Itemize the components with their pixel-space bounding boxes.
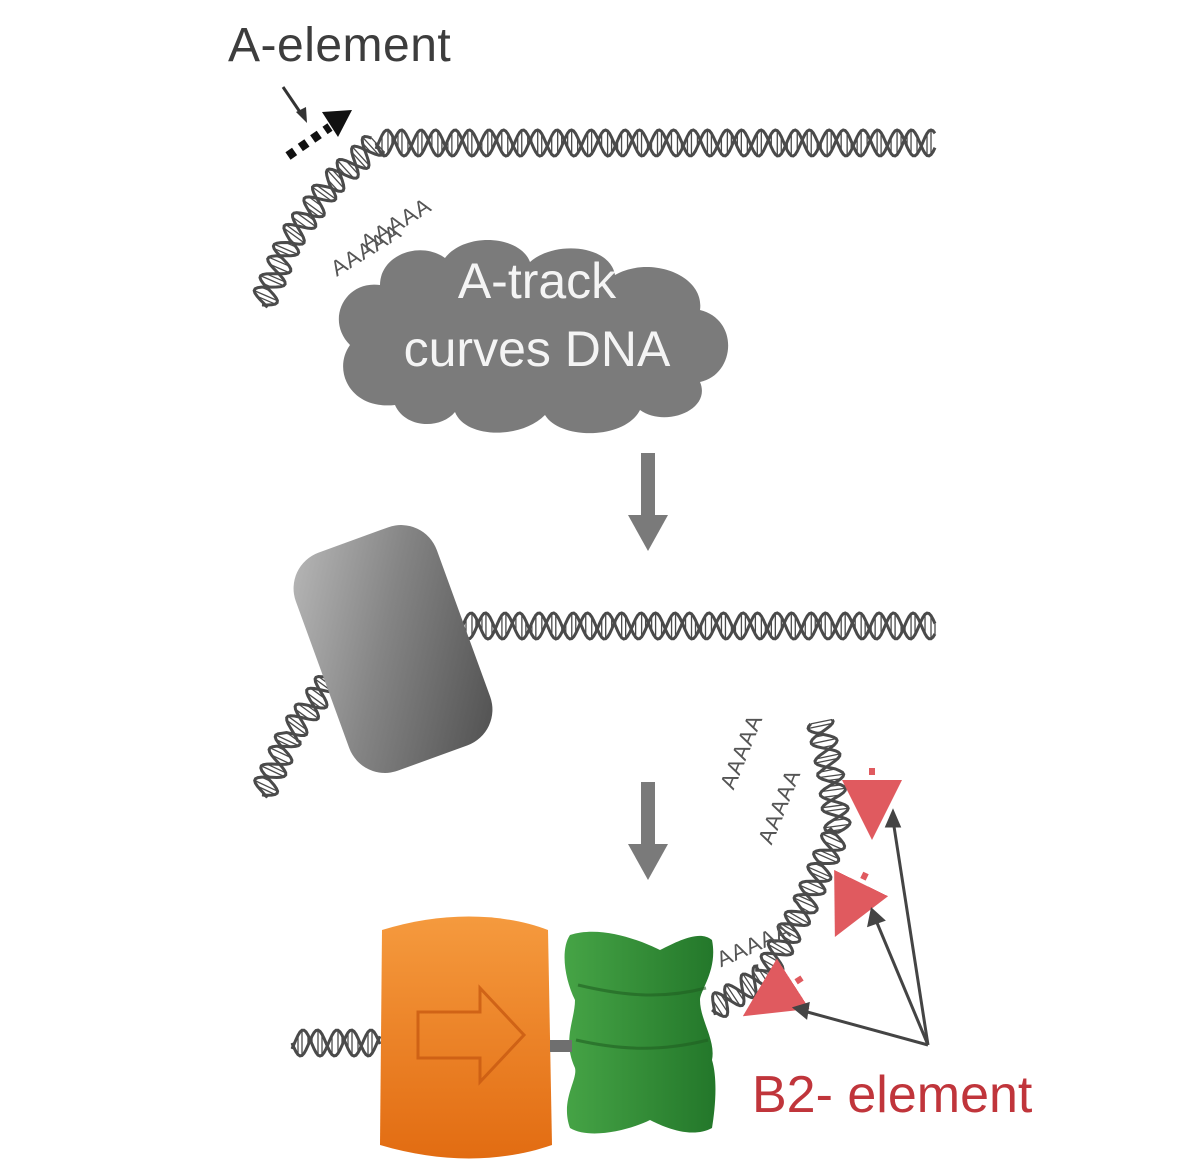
dna-base-pair bbox=[275, 734, 299, 747]
dna-base-pair bbox=[811, 738, 837, 745]
dna-base-pair bbox=[821, 787, 846, 793]
cloud-label-line1: A-track bbox=[457, 253, 617, 309]
dna-strand bbox=[258, 134, 372, 307]
dna-base-pair bbox=[261, 765, 285, 778]
dna-base-pair bbox=[799, 884, 821, 895]
dna-base-pair bbox=[767, 943, 788, 956]
dna-base-pair bbox=[807, 722, 833, 730]
dna-strand bbox=[290, 1028, 382, 1058]
dna-base-pair bbox=[351, 151, 368, 169]
dna-base-pair bbox=[371, 137, 384, 152]
b2-site-arrows bbox=[742, 768, 902, 1017]
dna-base-pair bbox=[326, 169, 345, 189]
down-arrow-1-icon bbox=[628, 453, 668, 551]
b2-pointer-lines bbox=[791, 808, 930, 1047]
dna-strand bbox=[458, 611, 937, 641]
dna-base-pair bbox=[266, 763, 286, 774]
dna-strand bbox=[374, 128, 937, 158]
dna-base-pair bbox=[337, 160, 355, 179]
dna-strand bbox=[374, 128, 937, 158]
dna-base-pair bbox=[286, 719, 307, 736]
dna-base-pair bbox=[269, 263, 290, 274]
a-track-cloud bbox=[338, 240, 729, 434]
dna-base-pair bbox=[312, 186, 332, 202]
dna-base-pair bbox=[807, 866, 832, 878]
transcription-direction-arrow-icon bbox=[416, 984, 527, 1086]
dna-base-pair bbox=[816, 753, 841, 760]
dna-base-pair bbox=[253, 290, 278, 302]
dna-base-pair bbox=[784, 913, 805, 927]
b2-element-label: B2- element bbox=[752, 1066, 1033, 1124]
dna-base-pair bbox=[285, 224, 304, 238]
dna-base-pair bbox=[306, 692, 327, 708]
dna-base-pair bbox=[303, 200, 325, 216]
a-element-label: A-element bbox=[228, 19, 452, 72]
dna-base-pair bbox=[815, 757, 839, 764]
dna-helix-bottom-left bbox=[290, 1028, 382, 1058]
transcription-factor bbox=[550, 931, 716, 1134]
dna-helix-top-straight bbox=[374, 128, 937, 158]
dna-base-pair bbox=[813, 851, 838, 863]
dna-strand bbox=[252, 144, 385, 309]
dna-base-pair bbox=[777, 926, 801, 940]
dna-base-pair bbox=[274, 243, 298, 255]
dna-base-pair bbox=[269, 747, 291, 759]
dna-base-pair bbox=[725, 984, 741, 1007]
dna-base-pair bbox=[362, 137, 380, 156]
dna-base-pair bbox=[351, 146, 370, 166]
dna-base-pair bbox=[714, 992, 729, 1013]
dna-strand bbox=[458, 611, 937, 641]
dna-base-pair bbox=[787, 910, 810, 925]
dna-base-pair bbox=[824, 807, 849, 813]
dna-base-pair bbox=[298, 703, 319, 719]
dna-helix-middle-straight bbox=[458, 611, 937, 641]
dna-base-pair bbox=[819, 773, 844, 779]
dna-base-pair bbox=[283, 227, 305, 244]
down-arrow-2-icon bbox=[628, 782, 668, 880]
dna-base-pair bbox=[770, 940, 793, 955]
dna-base-pair bbox=[287, 715, 307, 731]
dna-base-pair bbox=[822, 804, 845, 809]
dna-base-pair bbox=[268, 256, 290, 267]
a-element-arrow-icon bbox=[285, 110, 352, 160]
a-element-pointer-icon bbox=[281, 86, 307, 123]
dna-base-pair bbox=[822, 833, 844, 844]
dna-strand bbox=[290, 1028, 382, 1058]
cloud-label-line2: curves DNA bbox=[403, 321, 671, 377]
rna-polymerase bbox=[380, 916, 552, 1159]
dna-helix-top-bent bbox=[252, 134, 385, 309]
dna-base-pair bbox=[819, 849, 839, 860]
dna-base-pair bbox=[810, 718, 833, 725]
dna-base-pair bbox=[316, 184, 337, 200]
dna-base-pair bbox=[793, 897, 818, 909]
dna-base-pair bbox=[254, 779, 278, 792]
dna-base-pair bbox=[296, 212, 317, 228]
nucleosome bbox=[293, 525, 493, 773]
dna-base-pair bbox=[260, 275, 284, 287]
